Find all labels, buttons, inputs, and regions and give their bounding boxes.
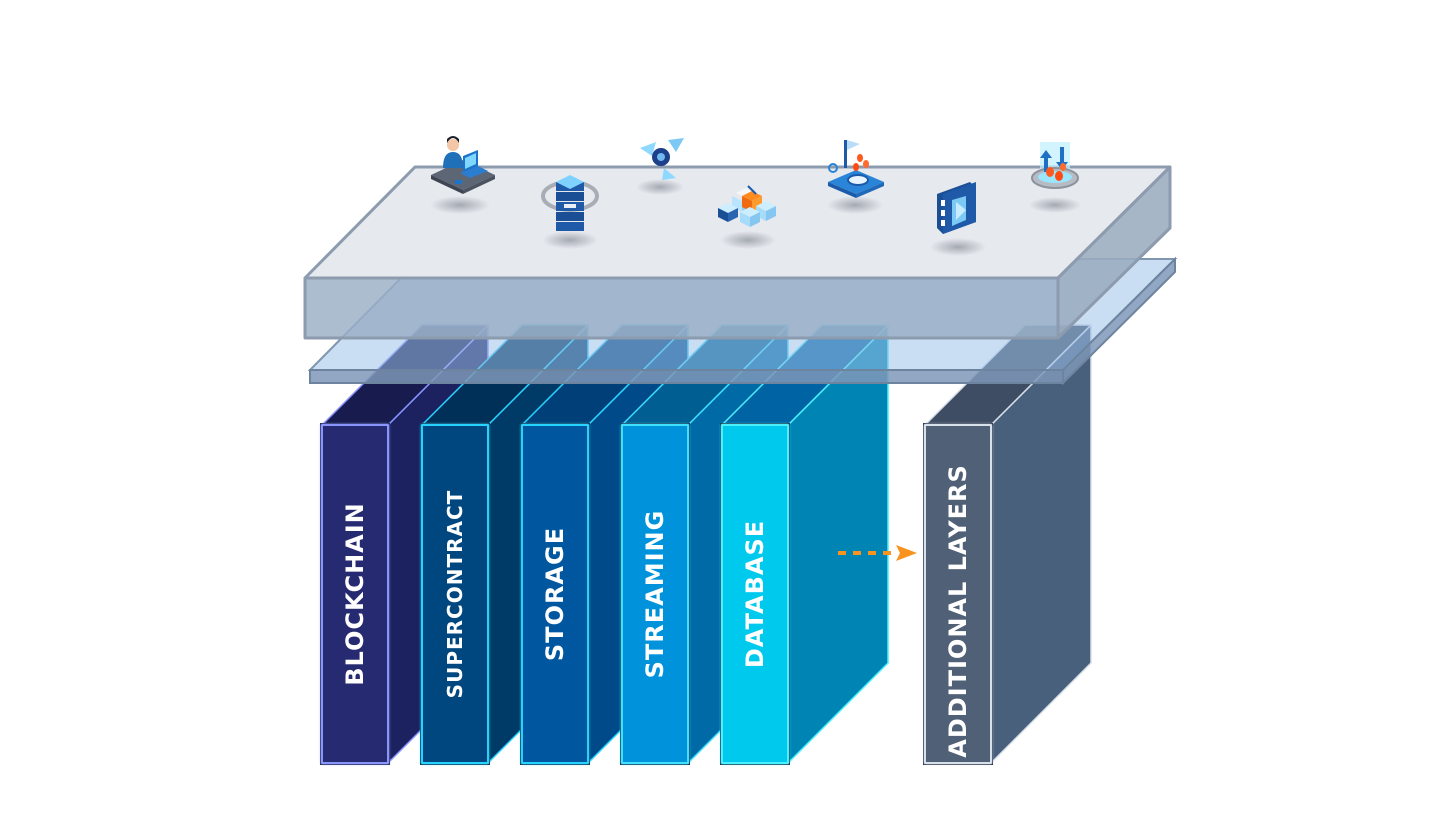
layer-blocks: BLOCKCHAIN SUPERCONTRACT STORAGE STREAMING D… (320, 324, 1092, 765)
block-front-face (521, 424, 589, 764)
cubes-network-icon (718, 185, 776, 227)
exchange-arrows-coins-icon (1031, 142, 1079, 189)
developer-laptop-icon (431, 136, 495, 194)
block-front-face (621, 424, 689, 764)
platform-front-face (303, 276, 1060, 340)
block-front-face (421, 424, 489, 764)
layer-label-blockchain: BLOCKCHAIN (341, 502, 369, 686)
icon-shadow (1029, 197, 1081, 213)
icon-shadow (827, 196, 883, 214)
arrow-head-icon (896, 545, 917, 561)
extension-arrow (838, 545, 917, 561)
flag-coins-platform-icon (828, 140, 884, 198)
layer-label-database: DATABASE (741, 520, 769, 668)
block-front-face (321, 424, 389, 764)
platform-side-face (1056, 165, 1172, 340)
block-front-face (721, 424, 789, 764)
icon-shadow (720, 231, 776, 249)
plate-front-face (309, 369, 1064, 384)
block-front-face (924, 424, 992, 764)
server-stack-icon (541, 175, 599, 231)
layer-label-storage: STORAGE (541, 527, 569, 661)
icon-shadow (930, 238, 986, 256)
plate-side-face (1062, 256, 1176, 386)
icon-shadow (636, 179, 684, 195)
layer-label-supercontract: SUPERCONTRACT (443, 490, 467, 699)
layer-label-additional-layers: ADDITIONAL LAYERS (944, 464, 972, 757)
recycle-gear-icon (640, 138, 684, 180)
video-film-icon (937, 182, 976, 234)
icon-shadow (430, 196, 490, 214)
platform-icons (430, 136, 1081, 256)
layer-label-streaming: STREAMING (641, 510, 669, 679)
layer-block-database: DATABASE (720, 324, 889, 765)
icon-shadow (542, 231, 598, 249)
layer-block-additional-layers: ADDITIONAL LAYERS (923, 324, 1092, 765)
